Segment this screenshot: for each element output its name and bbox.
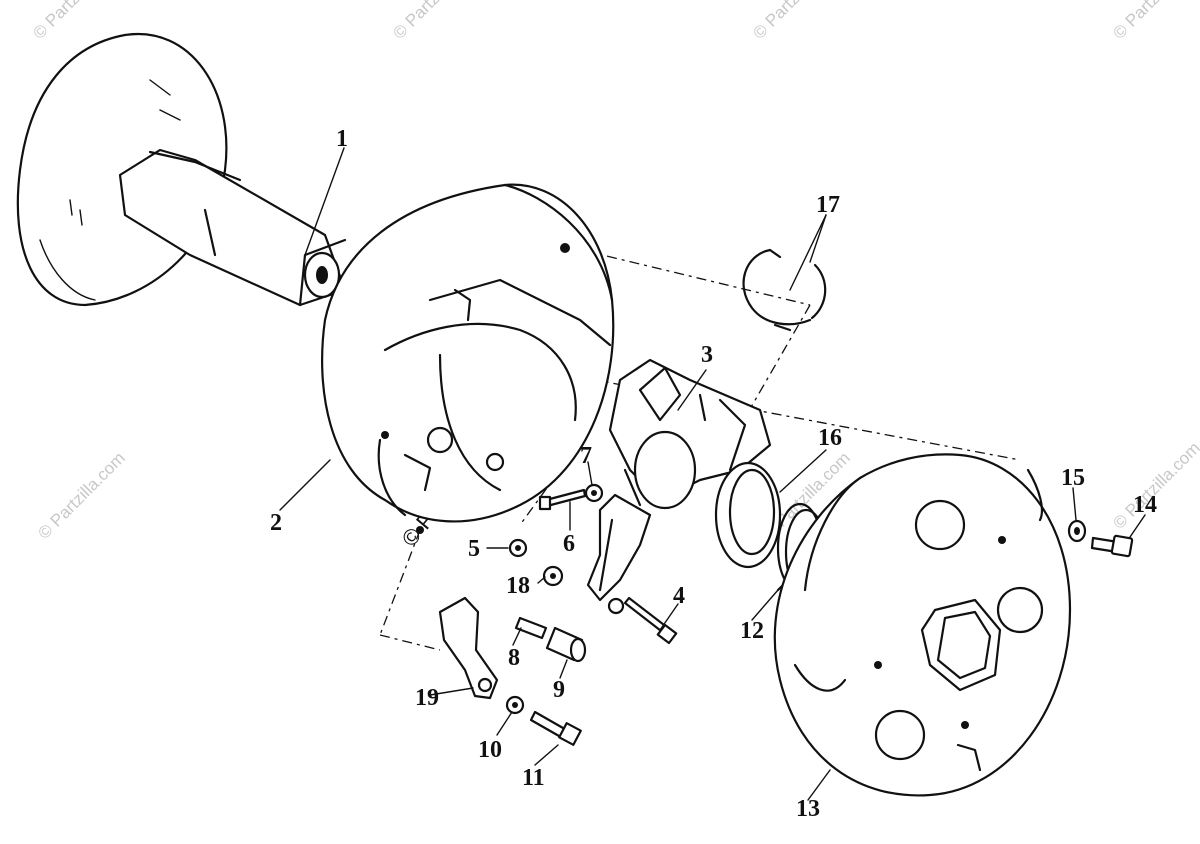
callout-12: 12 [740,618,764,644]
part-19-bracket [438,596,499,700]
part-6-bolt [538,488,587,511]
part-5-nut [508,538,528,558]
part-18-washer [542,565,564,587]
watermark-3: © Partzilla.com [749,0,843,43]
callout-7: 7 [580,443,592,469]
part-8-pin [514,616,548,640]
callout-13: 13 [796,796,820,822]
part-3-weight-arm-assembly [586,358,772,602]
part-9-roller [545,626,587,663]
leader-lines [279,147,1146,801]
callout-19: 19 [415,685,439,711]
callout-17: 17 [816,192,840,218]
callout-1: 1 [336,126,348,152]
part-16-bushing-ring [714,461,782,569]
watermark-7: © Partzilla.com [1109,438,1200,532]
callout-18: 18 [506,573,530,599]
part-4-bolt [607,596,678,645]
callout-6: 6 [563,531,575,557]
watermark-4: © Partzilla.com [1109,0,1200,43]
part-15-washer [1067,519,1087,543]
callout-10: 10 [478,737,502,763]
callout-15: 15 [1061,465,1085,491]
part-10-washer [505,695,525,715]
part-11-bolt [529,710,582,746]
watermark-2: © Partzilla.com [389,0,483,43]
callout-8: 8 [508,645,520,671]
callouts: 1 2 3 4 5 6 7 8 9 10 11 12 13 14 15 16 1… [270,126,1157,822]
part-7-nut [584,483,604,503]
callout-5: 5 [468,536,480,562]
callout-9: 9 [553,677,565,703]
callout-16: 16 [818,425,842,451]
part-14-bolt [1090,534,1134,558]
callout-4: 4 [673,583,685,609]
watermark-1: © Partzilla.com [29,0,123,43]
part-13-clutch-drum [773,453,1072,797]
watermark-5: © Partzilla.com [34,448,128,542]
part-2-clutch-housing [321,183,615,534]
callout-3: 3 [701,342,713,368]
callout-14: 14 [1133,492,1157,518]
callout-11: 11 [522,765,545,791]
callout-2: 2 [270,510,282,536]
part-1-drive-sheave [16,32,347,307]
part-17-snap-ring [742,248,827,332]
